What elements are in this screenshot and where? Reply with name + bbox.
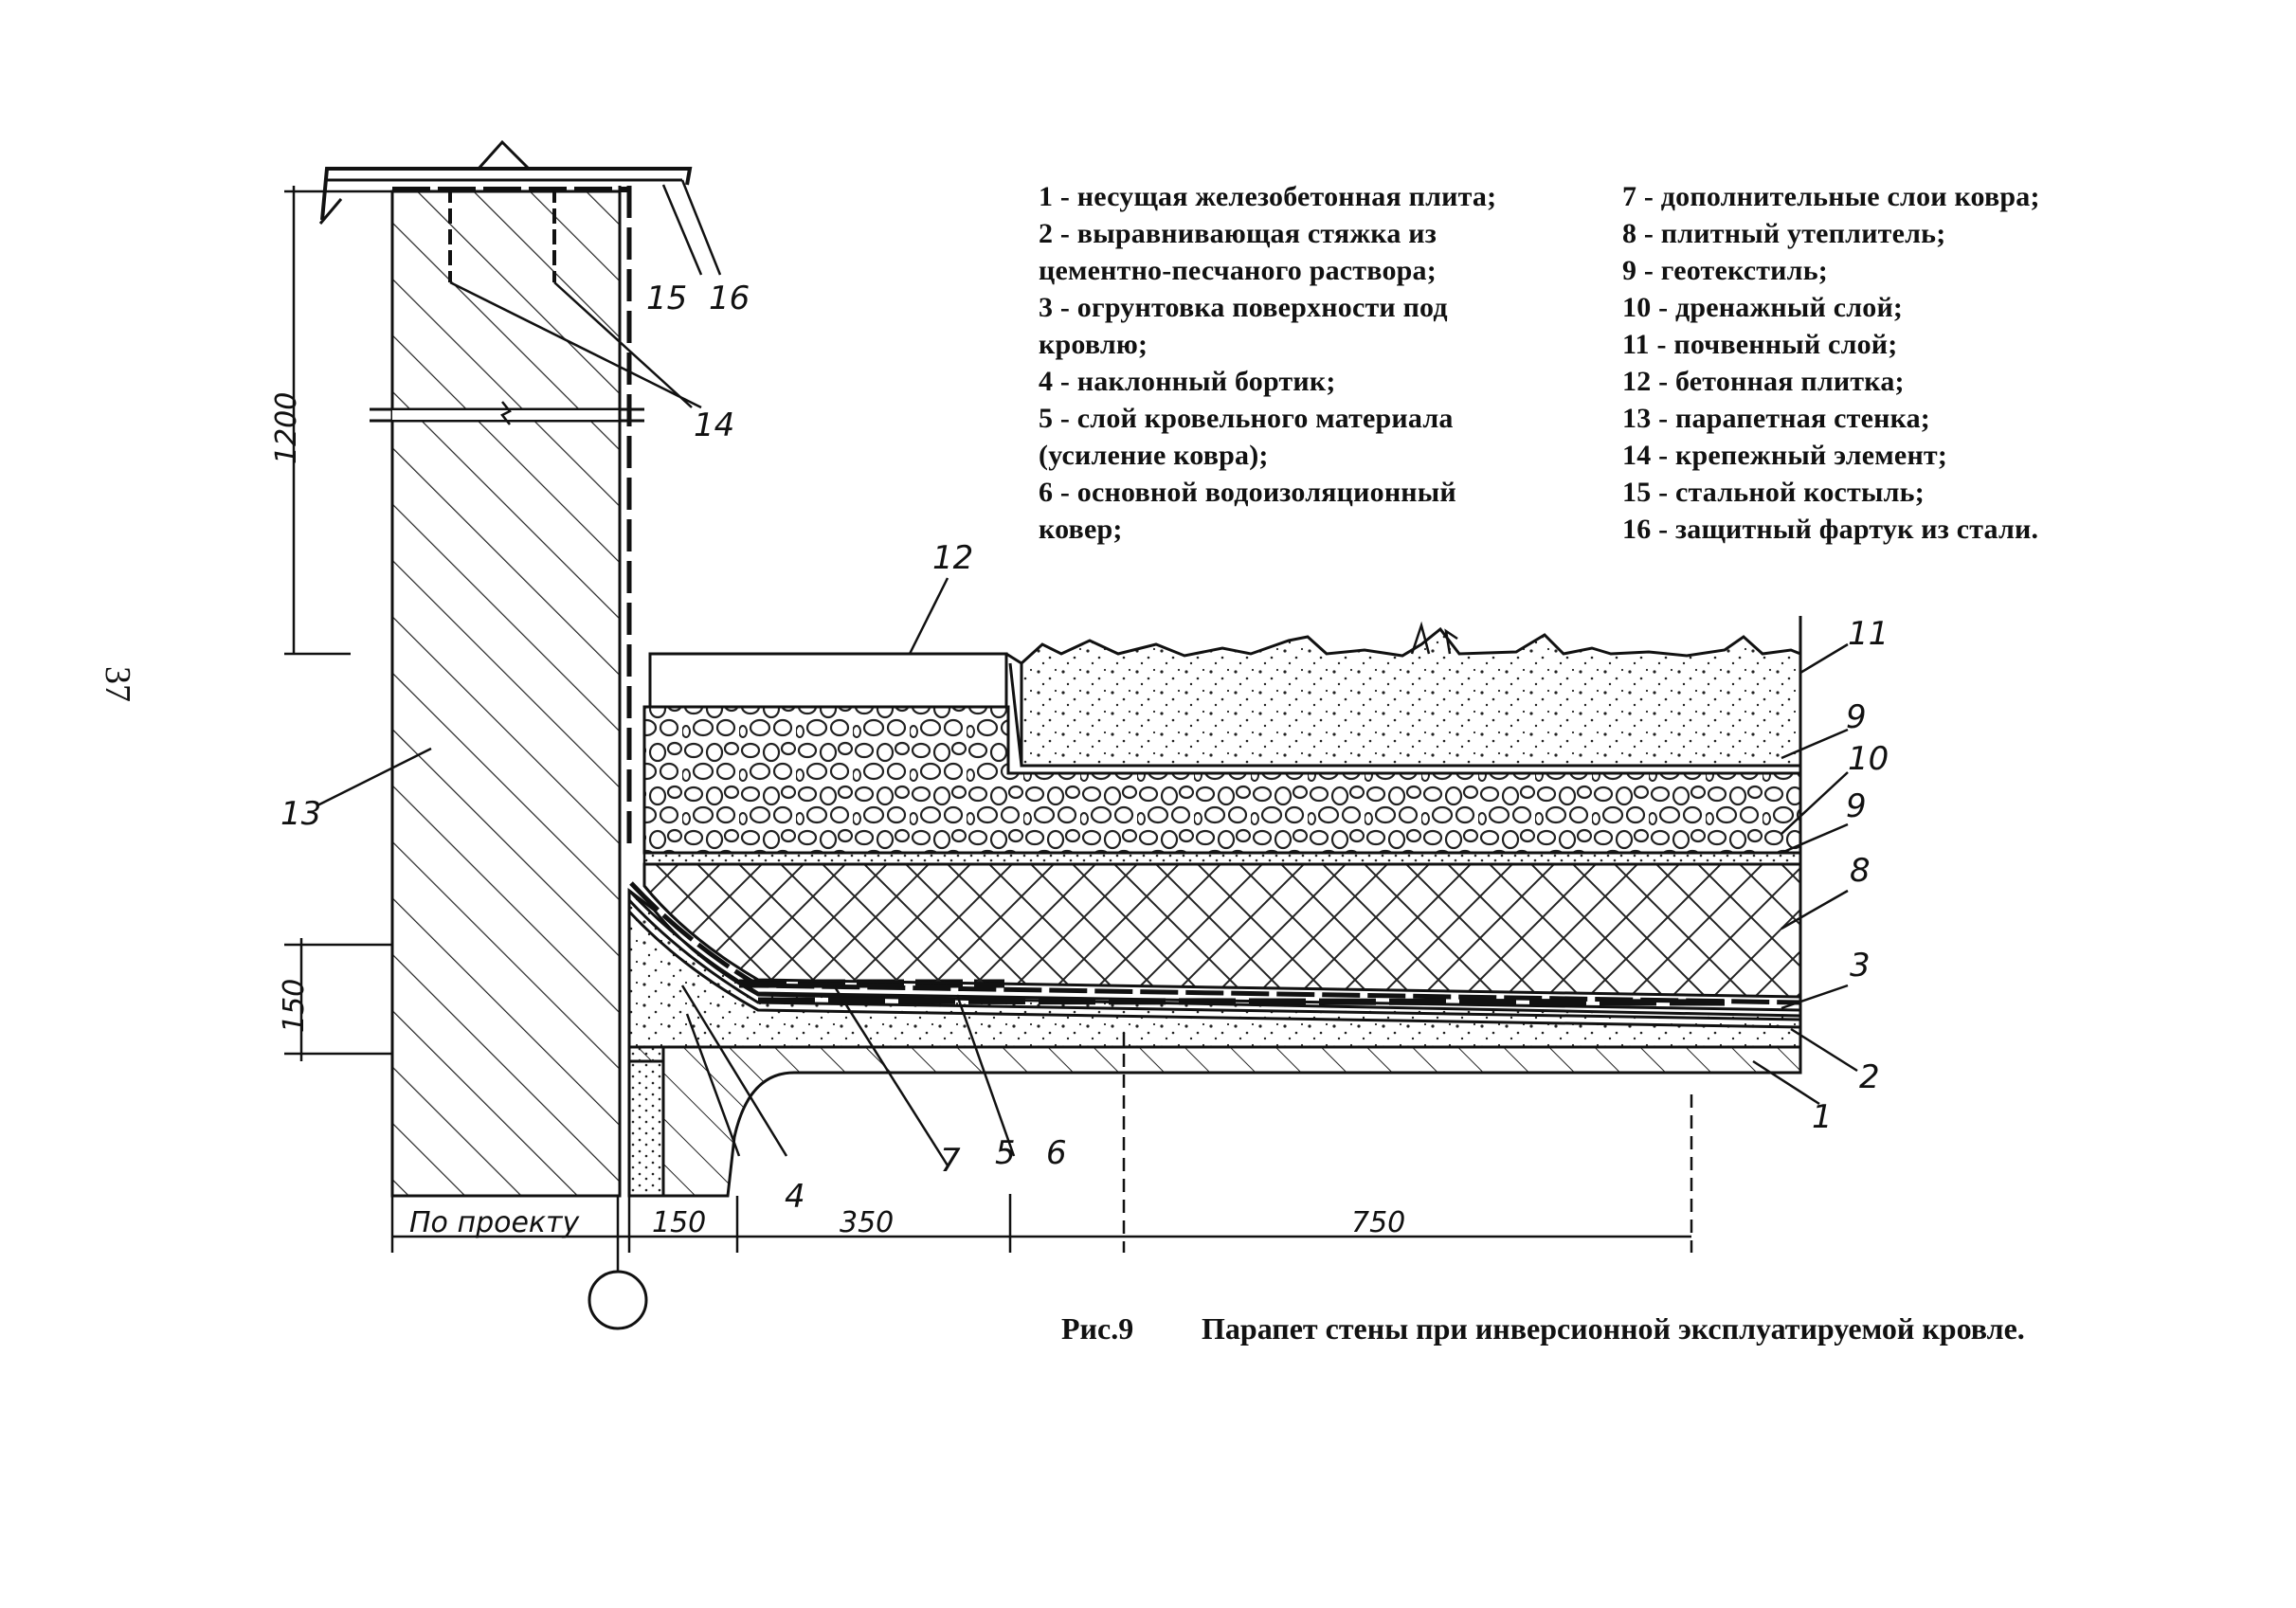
- legend-left-line: 5 - слой кровельного материала: [1039, 403, 1454, 434]
- legend-right-line: 11 - почвенный слой;: [1622, 329, 1898, 360]
- legend-left-line: цементно-песчаного раствора;: [1039, 255, 1437, 286]
- steel-apron: [318, 139, 693, 1194]
- axis-marker: [588, 1270, 648, 1330]
- dim-project: По проекту: [409, 1206, 581, 1239]
- legend-right-line: 8 - плитный утеплитель;: [1622, 218, 1946, 249]
- legend-left-line: 3 - огрунтовка поверхности под: [1039, 292, 1448, 323]
- soil-layer: [1020, 621, 1802, 768]
- callout-15: 15: [646, 280, 687, 317]
- callout-13: 13: [280, 795, 321, 833]
- callout-7: 7: [940, 1142, 961, 1180]
- callout-6: 6: [1046, 1134, 1067, 1172]
- legend-left-line: ковер;: [1039, 514, 1123, 545]
- legend-right-column: 7 - дополнительные слои ковра; 8 - плитны…: [1622, 178, 2040, 548]
- legend-left-line: 2 - выравнивающая стяжка из: [1039, 218, 1437, 249]
- dim-1200: 1200: [270, 392, 303, 464]
- callout-4: 4: [785, 1178, 805, 1216]
- parapet-wall: [370, 190, 644, 1198]
- callout-2: 2: [1859, 1058, 1880, 1096]
- callouts: 1 2 3 4 5 6 7 8 9 9 10 11 12 13 14 15 16: [280, 280, 1889, 1216]
- roof-slab: [627, 1045, 1802, 1198]
- legend-right-line: 10 - дренажный слой;: [1622, 292, 1904, 323]
- legend-left-line: 6 - основной водоизоляционный: [1039, 477, 1456, 508]
- callout-9-upper: 9: [1846, 698, 1867, 736]
- figure-label: Рис.9: [1061, 1311, 1134, 1346]
- leader-lines: [316, 179, 1858, 1166]
- dim-750: 750: [1351, 1206, 1405, 1239]
- vertical-dimensions: 1200 150: [270, 186, 392, 1061]
- callout-11: 11: [1848, 615, 1889, 653]
- screed-and-fillet: [627, 887, 1802, 1049]
- callout-5: 5: [995, 1134, 1016, 1172]
- callout-9-lower: 9: [1846, 787, 1867, 825]
- callout-10: 10: [1848, 740, 1889, 778]
- legend-right-line: 16 - защитный фартук из стали.: [1622, 514, 2039, 545]
- figure-title: Парапет стены при инверсионной эксплуати…: [1202, 1311, 2025, 1346]
- legend-right-line: 7 - дополнительные слои ковра;: [1622, 181, 2040, 212]
- legend-left-line: (усиление ковра);: [1039, 440, 1269, 471]
- callout-3: 3: [1850, 947, 1871, 985]
- callout-8: 8: [1850, 852, 1871, 890]
- legend-right-line: 9 - геотекстиль;: [1622, 255, 1828, 286]
- legend-right-line: 13 - парапетная стенка;: [1622, 403, 1930, 434]
- horizontal-dimensions: По проекту 150 350 750: [390, 1033, 1693, 1253]
- callout-16: 16: [709, 280, 750, 317]
- fasteners: [448, 188, 556, 282]
- legend-right-line: 15 - стальной костыль;: [1622, 477, 1925, 508]
- dim-150-vertical: 150: [278, 979, 311, 1033]
- callout-1: 1: [1812, 1098, 1833, 1136]
- legend-left-column: 1 - несущая железобетонная плита; 2 - выр…: [1039, 178, 1496, 548]
- insulation-boards: [642, 862, 1802, 999]
- legend-right-line: 14 - крепежный элемент;: [1622, 440, 1948, 471]
- legend-right-line: 12 - бетонная плитка;: [1622, 366, 1905, 397]
- figure-caption: Рис.9 Парапет стены при инверсионной экс…: [1061, 1311, 2025, 1346]
- legend-left-line: 1 - несущая железобетонная плита;: [1039, 181, 1497, 212]
- dim-150-horizontal: 150: [652, 1206, 706, 1239]
- concrete-tile: [648, 652, 1023, 767]
- dim-350: 350: [840, 1206, 894, 1239]
- callout-14: 14: [694, 407, 734, 444]
- callout-12: 12: [932, 539, 973, 577]
- legend-left-line: кровлю;: [1039, 329, 1148, 360]
- legend-left-line: 4 - наклонный бортик;: [1039, 366, 1336, 397]
